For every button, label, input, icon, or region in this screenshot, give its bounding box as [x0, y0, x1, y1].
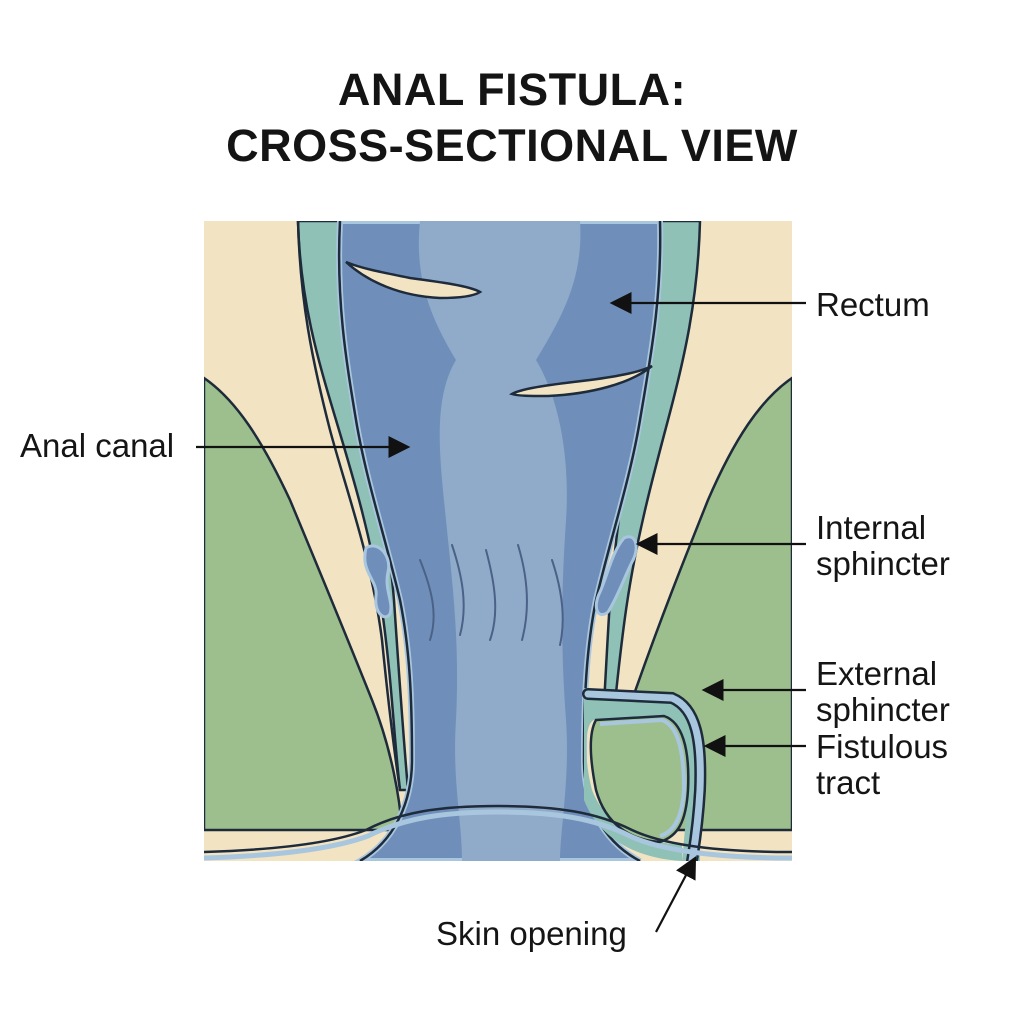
- title-line-2: CROSS-SECTIONAL VIEW: [226, 120, 798, 171]
- skin-surface-mucosa: [204, 809, 792, 861]
- fistulous-tract-inner-loop-edge: [599, 717, 687, 838]
- fistulous-tract-inner-loop: [589, 714, 690, 844]
- title-line-1: ANAL FISTULA:: [337, 64, 687, 115]
- label-rectum: Rectum: [816, 286, 930, 323]
- fistulous-tract-lumen: [584, 690, 704, 861]
- label-anal-canal: Anal canal: [20, 427, 175, 464]
- rectal-valve-left: [345, 260, 483, 300]
- anal-columns: [419, 544, 564, 646]
- label-external-sphincter: External sphincter: [816, 655, 950, 728]
- anatomy-panel: [204, 221, 792, 861]
- skin-surface: [204, 804, 792, 854]
- diagram-title: ANAL FISTULA: CROSS-SECTIONAL VIEW: [0, 62, 1024, 174]
- skin-opening-arrow: [655, 856, 697, 933]
- label-skin-opening: Skin opening: [436, 915, 627, 952]
- leader-arrows: [196, 292, 806, 933]
- label-fistulous-tract: Fistulous tract: [816, 728, 949, 801]
- internal-sphincter-left-outer: [296, 221, 402, 791]
- external-sphincter-left: [204, 376, 404, 832]
- anal-gland-left: [363, 544, 393, 619]
- rectal-lumen-outline: [337, 221, 414, 861]
- rectal-valve-right: [509, 364, 653, 398]
- lumen-center-highlight: [418, 221, 581, 861]
- label-internal-sphincter: Internal sphincter: [816, 509, 950, 582]
